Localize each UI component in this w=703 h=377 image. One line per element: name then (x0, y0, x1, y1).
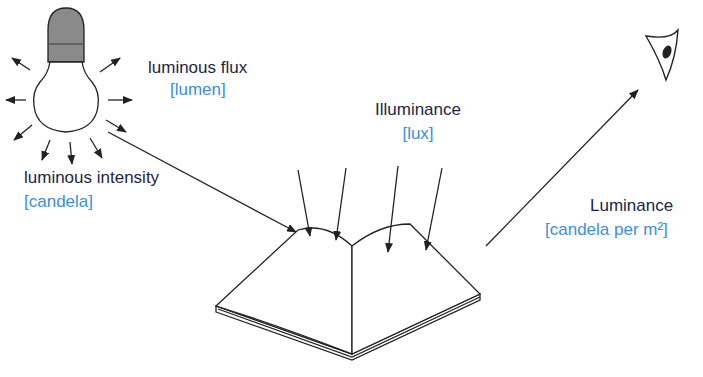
light-bulb (34, 8, 99, 132)
quantity-label: Luminance (590, 196, 673, 216)
quantity-label: Illuminance (375, 100, 461, 120)
open-book (216, 224, 480, 360)
incident-arrows (298, 166, 442, 252)
unit-label: [lumen] (170, 80, 226, 100)
light-rays (6, 58, 132, 164)
quantity-label: luminous flux (148, 58, 247, 78)
unit-label: [candela per m²] (545, 220, 668, 240)
unit-label: [lux] (402, 124, 433, 144)
unit-label: [candela] (24, 192, 93, 212)
eye (646, 30, 678, 80)
quantity-label: luminous intensity (24, 168, 159, 188)
